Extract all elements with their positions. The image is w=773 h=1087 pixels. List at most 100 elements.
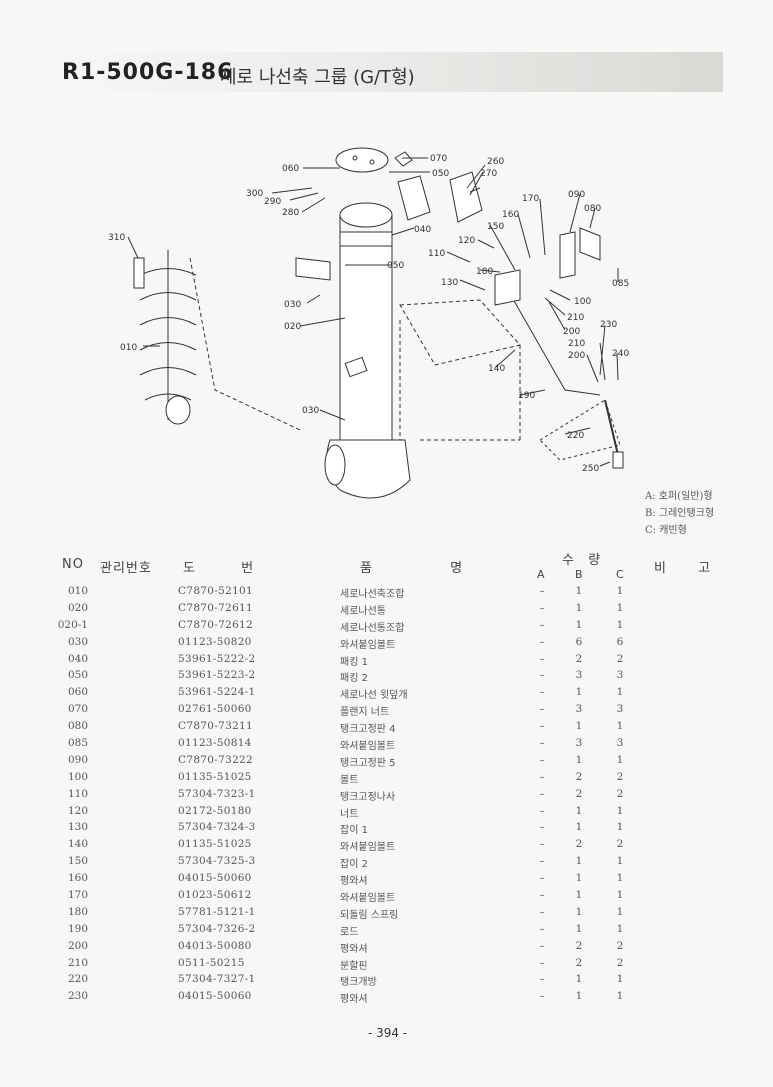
- part-no: 050: [67, 669, 88, 682]
- qty-c: 3: [616, 737, 624, 750]
- part-number: 04015-50060: [178, 872, 252, 885]
- part-name: 잡이 2: [340, 859, 368, 871]
- qty-b: 3: [575, 737, 583, 750]
- part-name: 분할핀: [340, 960, 368, 972]
- part-number: 57304-7326-2: [178, 922, 256, 935]
- qty-a: –: [539, 872, 545, 885]
- qty-a: –: [539, 973, 545, 986]
- part-name: 평와셔: [340, 994, 368, 1006]
- qty-a: –: [539, 804, 545, 817]
- auger-bottom: [165, 395, 191, 425]
- qty-b: 6: [575, 635, 583, 648]
- part-no: 160: [67, 872, 88, 885]
- callout-c190: 190: [518, 391, 535, 401]
- qty-b: 1: [575, 720, 583, 733]
- part-no: 170: [67, 889, 88, 902]
- qty-a: –: [539, 821, 545, 834]
- tube-collar: [339, 231, 393, 247]
- qty-a: –: [539, 956, 545, 969]
- qty-a: –: [539, 889, 545, 902]
- part-name: 세로나선 윗덮개: [340, 690, 408, 702]
- header-no: NO: [62, 557, 84, 572]
- qty-b: 1: [575, 601, 583, 614]
- qty-c: 1: [616, 855, 624, 868]
- part-number: 04015-50060: [178, 990, 252, 1003]
- part-name: 너트: [340, 808, 359, 820]
- part-name: 탱크고정나사: [340, 791, 396, 803]
- part-name: 패킹 2: [340, 673, 368, 685]
- part-name: 와셔붙임볼트: [340, 842, 396, 854]
- callout-c010: 010: [120, 343, 137, 353]
- legend-c: C: 캐빈형: [645, 525, 687, 536]
- legend-a: A: 호퍼(일반)형: [645, 491, 713, 502]
- part-no: 190: [67, 922, 88, 935]
- plate-4: [559, 231, 576, 279]
- header-name: 품 명: [360, 561, 464, 576]
- qty-a: –: [539, 939, 545, 952]
- qty-a: –: [539, 703, 545, 716]
- part-number: 57781-5121-1: [178, 905, 256, 918]
- qty-c: 1: [616, 922, 624, 935]
- callout-c160: 160: [502, 210, 519, 220]
- qty-c: 1: [616, 872, 624, 885]
- callout-c150: 150: [487, 222, 504, 232]
- callout-c120: 120: [458, 236, 475, 246]
- auger-tube: [339, 239, 393, 447]
- qty-c: 2: [616, 787, 624, 800]
- qty-a: –: [539, 720, 545, 733]
- qty-a: –: [539, 753, 545, 766]
- part-number: C7870-72612: [178, 618, 254, 631]
- part-number: 01123-50820: [178, 635, 252, 648]
- callout-c070: 070: [430, 154, 447, 164]
- qty-a: –: [539, 585, 545, 597]
- qty-c: 2: [616, 652, 624, 665]
- callout-c130: 130: [441, 278, 458, 288]
- qty-c: 1: [616, 905, 624, 918]
- part-name: 패킹 1: [340, 656, 368, 668]
- tank-lever: [539, 399, 621, 461]
- qty-b: 1: [575, 905, 583, 918]
- qty-b: 1: [575, 804, 583, 817]
- callout-c110: 110: [428, 249, 445, 259]
- part-name: 세로나선축조합: [340, 589, 405, 600]
- qty-b: 1: [575, 973, 583, 986]
- side-bracket: [295, 257, 331, 281]
- part-name: 플랜지 너트: [340, 707, 390, 719]
- part-name: 와셔붙임볼트: [340, 893, 396, 905]
- part-name: 세로나선통조합: [340, 622, 405, 634]
- part-number: C7870-72611: [178, 601, 254, 614]
- part-name: 탱크고정판 4: [340, 724, 396, 736]
- title-bar: [55, 52, 723, 92]
- part-number: 57304-7324-3: [178, 821, 256, 834]
- qty-a: –: [539, 686, 545, 699]
- callout-c030a: 030: [284, 300, 301, 310]
- part-name: 와셔붙임볼트: [340, 639, 396, 651]
- qty-c: 2: [616, 838, 624, 851]
- part-name: 세로나선통: [340, 605, 386, 617]
- part-no: 210: [67, 956, 88, 969]
- handle: [604, 399, 619, 456]
- legend-b: B: 그레인탱크형: [645, 508, 715, 519]
- part-no: 085: [67, 737, 88, 750]
- part-name: 평와셔: [340, 943, 368, 955]
- qty-a: –: [539, 601, 545, 614]
- part-name: 탱크개방: [340, 977, 377, 989]
- qty-b: 2: [575, 787, 583, 800]
- qty-c: 2: [616, 939, 624, 952]
- qty-b: 2: [575, 652, 583, 665]
- part-no: 110: [67, 787, 88, 800]
- part-name: 평와셔: [340, 876, 368, 888]
- part-no: 030: [67, 635, 88, 648]
